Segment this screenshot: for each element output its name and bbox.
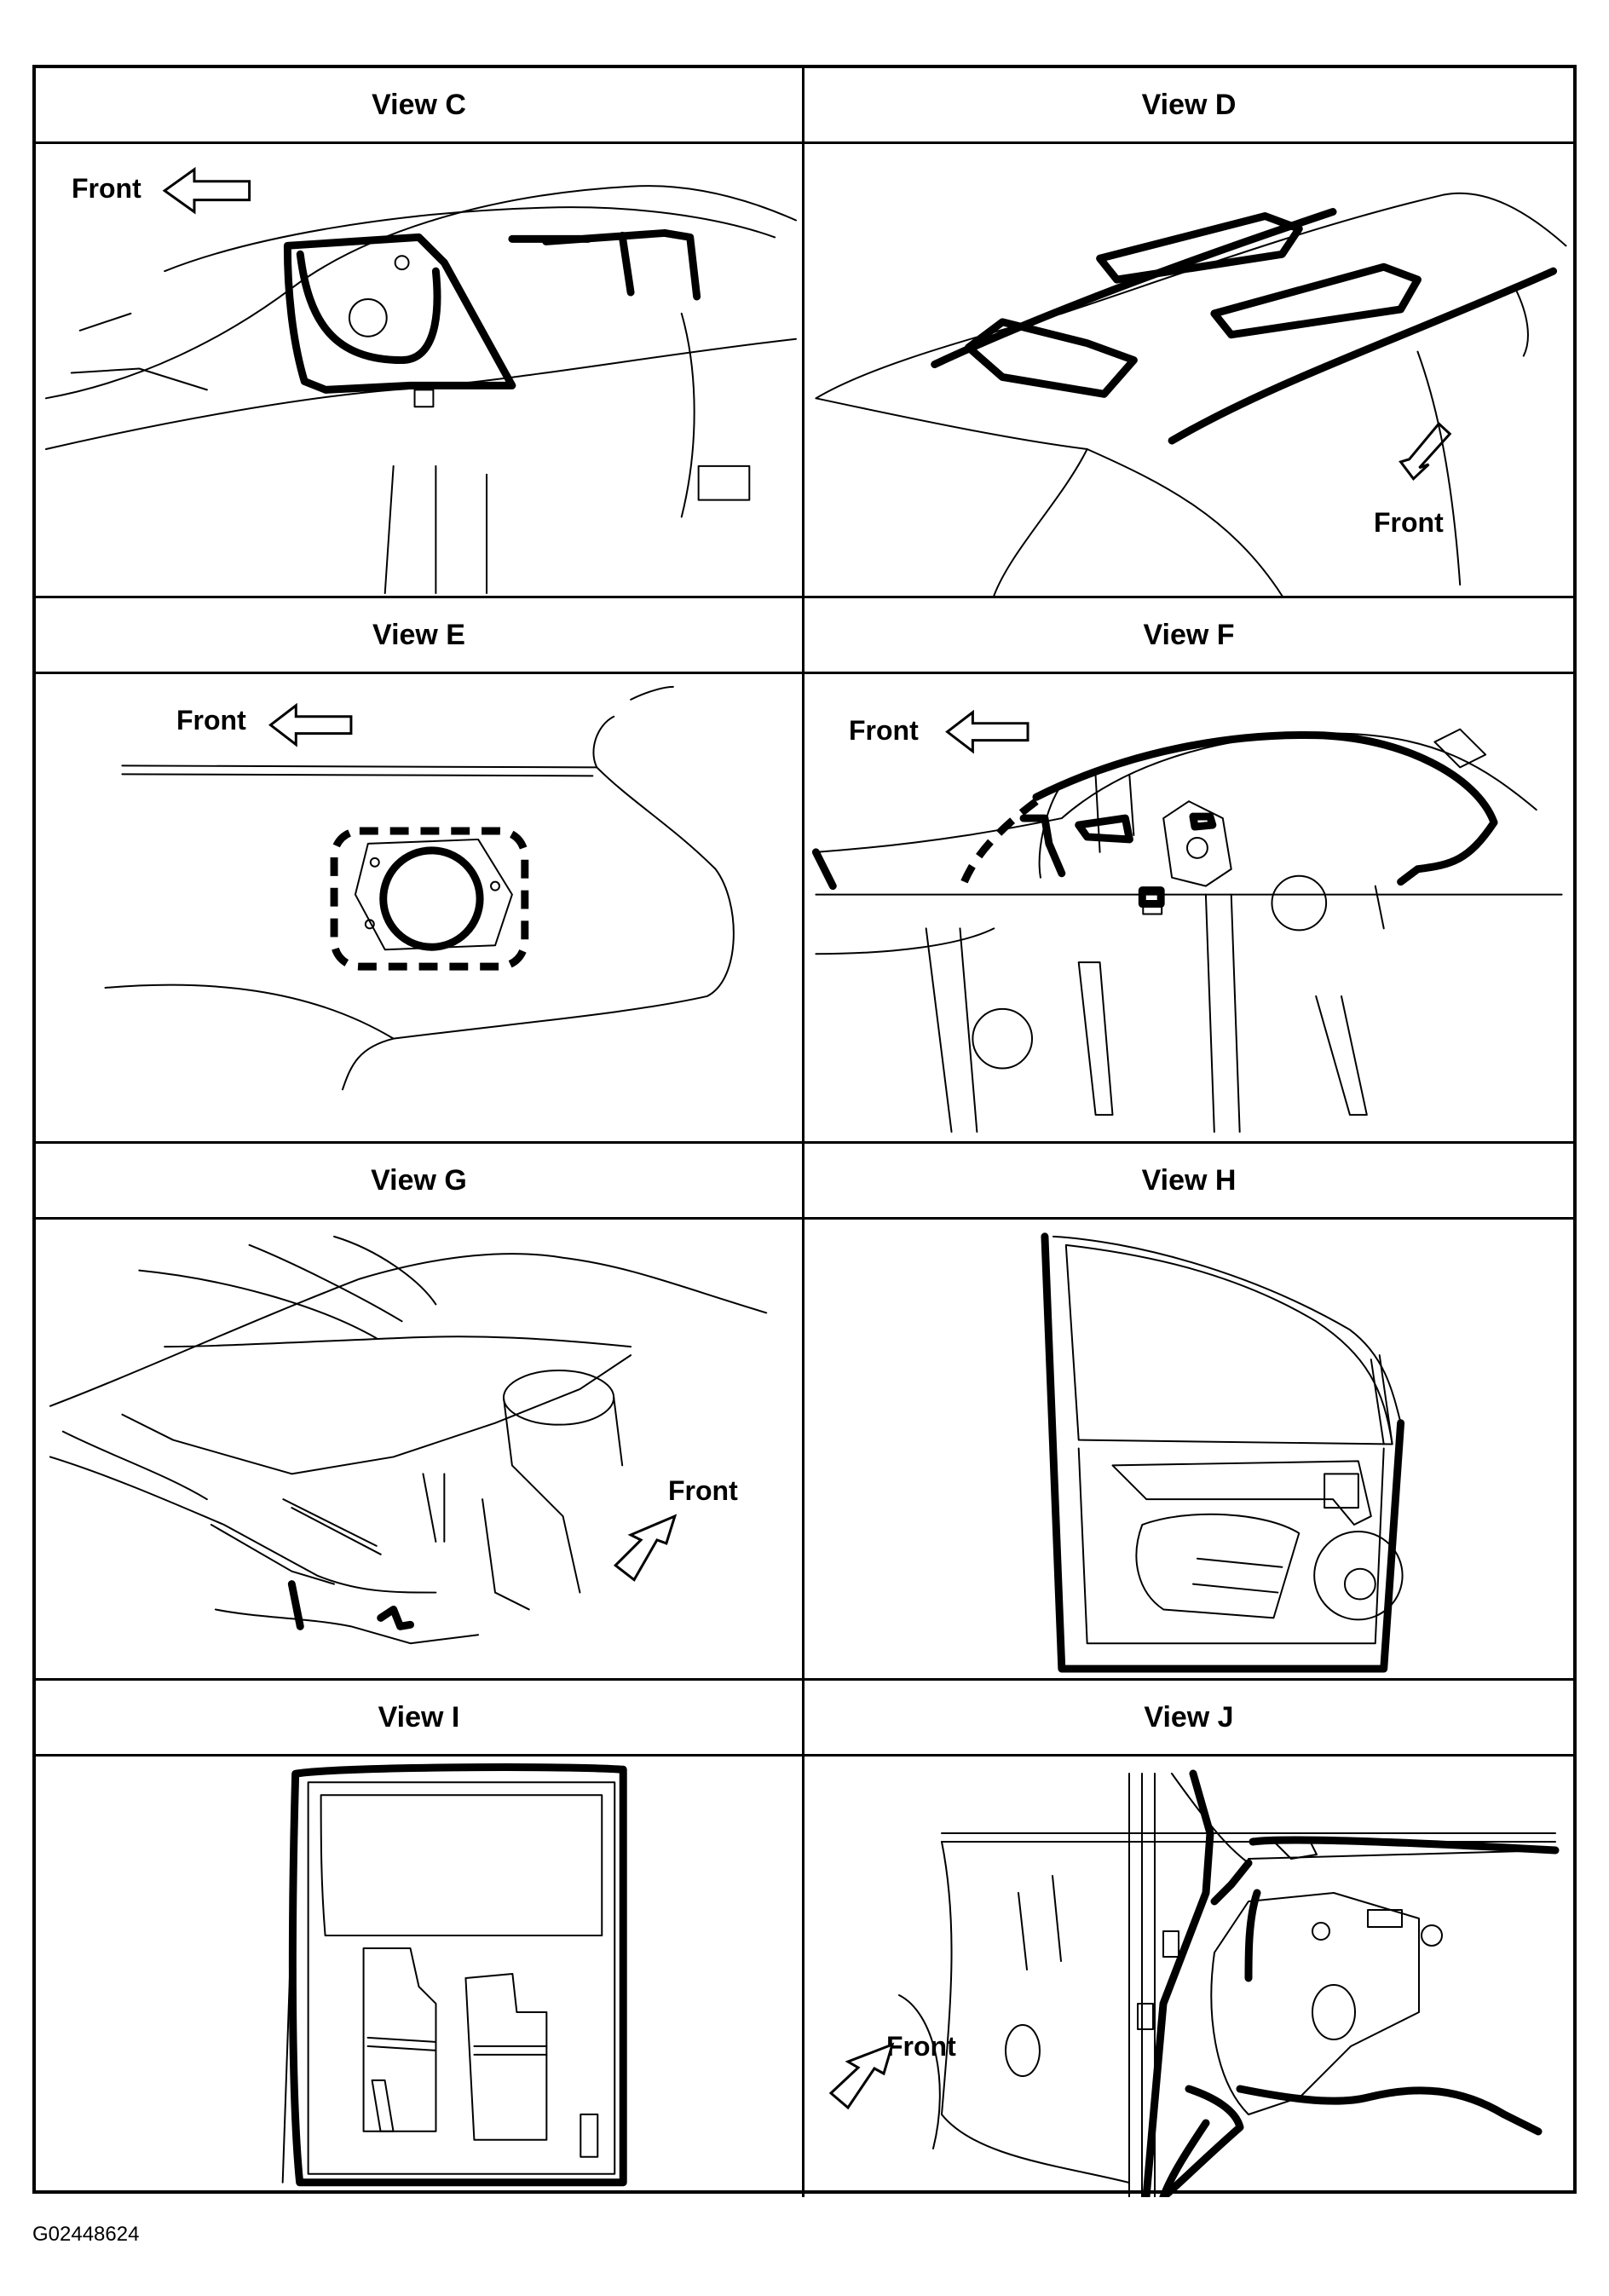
panel-view-h: View H (804, 1144, 1573, 1681)
view-d-front-label: Front (1374, 507, 1444, 538)
view-i-title: View I (36, 1681, 802, 1757)
front-arrow-icon (1399, 421, 1452, 482)
view-f-front-label: Front (849, 715, 919, 746)
view-e-front-label: Front (176, 705, 246, 736)
figure-id: G02448624 (32, 2223, 140, 2246)
view-c-title: View C (36, 68, 802, 144)
view-e-title: View E (36, 598, 802, 674)
view-j-front-label: Front (886, 2031, 956, 2062)
view-f-illustration (811, 709, 1563, 1134)
view-j-drawing: Front (804, 1757, 1573, 2197)
panel-view-d: View D Front (804, 68, 1573, 598)
view-c-front-label: Front (72, 173, 141, 204)
front-arrow-icon (945, 709, 1029, 754)
panel-view-e: View E Front (36, 598, 804, 1144)
view-i-illustration (281, 1763, 627, 2187)
view-g-illustration (49, 1235, 768, 1645)
front-arrow-icon (613, 1514, 678, 1582)
view-h-title: View H (804, 1144, 1573, 1220)
panel-view-f: View F Front (804, 598, 1573, 1144)
panel-view-c: View C Front (36, 68, 804, 598)
diagram-sheet: View C Front (32, 65, 1577, 2197)
front-arrow-icon (162, 166, 251, 215)
view-f-title: View F (804, 598, 1573, 674)
view-g-drawing: Front (36, 1220, 802, 1678)
front-arrow-icon (828, 2042, 895, 2110)
view-j-illustration (828, 1769, 1560, 2197)
view-d-drawing: Front (804, 144, 1573, 596)
view-f-drawing: Front (804, 674, 1573, 1141)
view-e-drawing: Front (36, 674, 802, 1141)
view-g-title: View G (36, 1144, 802, 1220)
view-i-drawing (36, 1757, 802, 2197)
view-j-title: View J (804, 1681, 1573, 1757)
panel-view-i: View I (36, 1681, 804, 2197)
view-h-illustration (1041, 1232, 1405, 1673)
view-g-front-label: Front (668, 1475, 738, 1506)
panel-view-g: View G Front (36, 1144, 804, 1681)
view-d-illustration (815, 192, 1567, 596)
view-c-illustration (44, 166, 797, 595)
view-d-title: View D (804, 68, 1573, 144)
panel-view-j: View J Front (804, 1681, 1573, 2197)
view-e-illustration (104, 685, 735, 1091)
view-c-drawing: Front (36, 144, 802, 596)
front-arrow-icon (268, 702, 353, 747)
view-h-drawing (804, 1220, 1573, 1678)
